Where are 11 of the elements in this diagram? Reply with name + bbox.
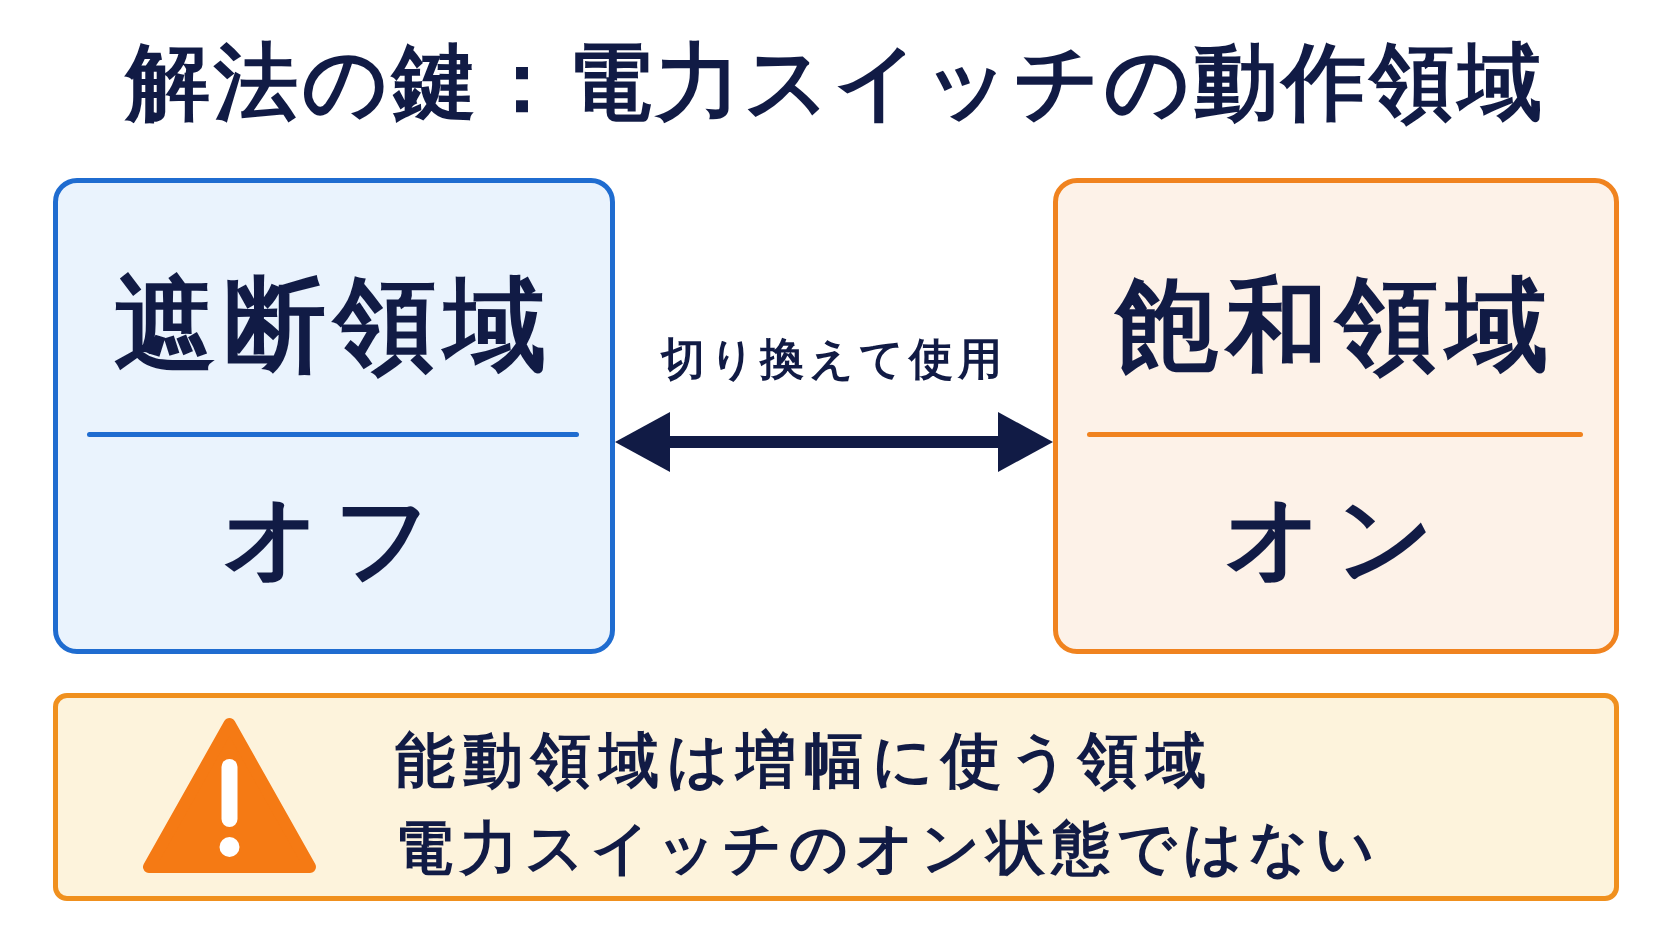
title: 解法の鍵：電力スイッチの動作領域 [126, 33, 1546, 131]
region-box [53, 178, 615, 654]
region-box [1053, 178, 1619, 654]
region-state: オン [1224, 482, 1448, 594]
warning-text: 電力スイッチのオン状態ではない [395, 814, 1381, 882]
region-heading: 飽和領域 [1116, 265, 1556, 384]
region-state: オフ [222, 482, 446, 594]
region-heading: 遮断領域 [114, 265, 554, 384]
double-arrow [615, 412, 1053, 472]
warning-text: 能動領域は増幅に使う領域 [395, 725, 1214, 795]
warning-box [53, 693, 1619, 901]
